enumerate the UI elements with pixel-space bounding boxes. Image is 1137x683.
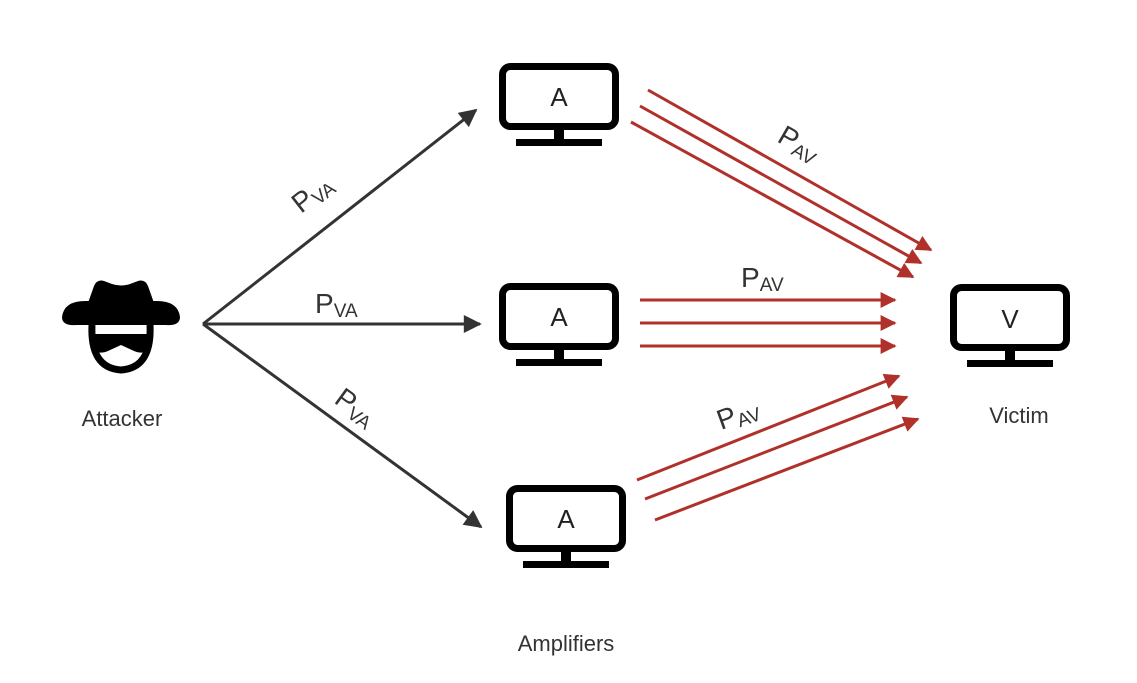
edge-amplifier-1-to-victim-c <box>630 120 915 279</box>
amplifiers-group-label: Amplifiers <box>518 631 615 656</box>
svg-text:PVA: PVA <box>315 288 358 322</box>
amplifier-node-2: A <box>499 283 619 366</box>
victim-label: Victim <box>989 403 1049 428</box>
svg-text:PAV: PAV <box>772 119 826 170</box>
victim-letter: V <box>1001 304 1019 334</box>
label-pva-3: PVA <box>328 382 383 435</box>
label-pva-1: PVA <box>286 168 341 221</box>
edge-attacker-to-amplifier-3 <box>202 322 483 529</box>
label-pav-2: PAV <box>741 262 784 296</box>
attacker-label: Attacker <box>82 406 163 431</box>
edge-amplifier-1-to-victim-b <box>639 104 923 265</box>
svg-text:PVA: PVA <box>328 382 383 435</box>
amplifier-victim-edges <box>630 88 933 522</box>
spy-hat-icon <box>62 280 180 374</box>
victim-node: V Victim <box>950 284 1070 428</box>
attacker-edges <box>202 108 483 529</box>
amplifier-node-3: A <box>506 485 626 568</box>
edge-amplifier-3-to-victim-b <box>644 394 909 501</box>
edge-attacker-to-amplifier-1 <box>202 108 478 326</box>
monitor-icon <box>499 283 619 366</box>
amplifier-letter: A <box>550 302 568 332</box>
label-pva-2: PVA <box>315 288 358 322</box>
attacker-node: Attacker <box>62 280 180 431</box>
amplifier-letter: A <box>550 82 568 112</box>
edge-amplifier-3-to-victim-c <box>654 416 920 522</box>
amplifier-letter: A <box>557 504 575 534</box>
edge-amplifier-3-to-victim-a <box>636 373 901 482</box>
label-pav-1: PAV <box>772 119 826 170</box>
svg-text:PAV: PAV <box>741 262 784 296</box>
edge-amplifier-1-to-victim-a <box>647 88 933 252</box>
monitor-icon <box>499 63 619 146</box>
amplifier-node-1: A <box>499 63 619 146</box>
svg-text:PVA: PVA <box>286 168 341 221</box>
monitor-icon <box>506 485 626 568</box>
monitor-icon <box>950 284 1070 367</box>
